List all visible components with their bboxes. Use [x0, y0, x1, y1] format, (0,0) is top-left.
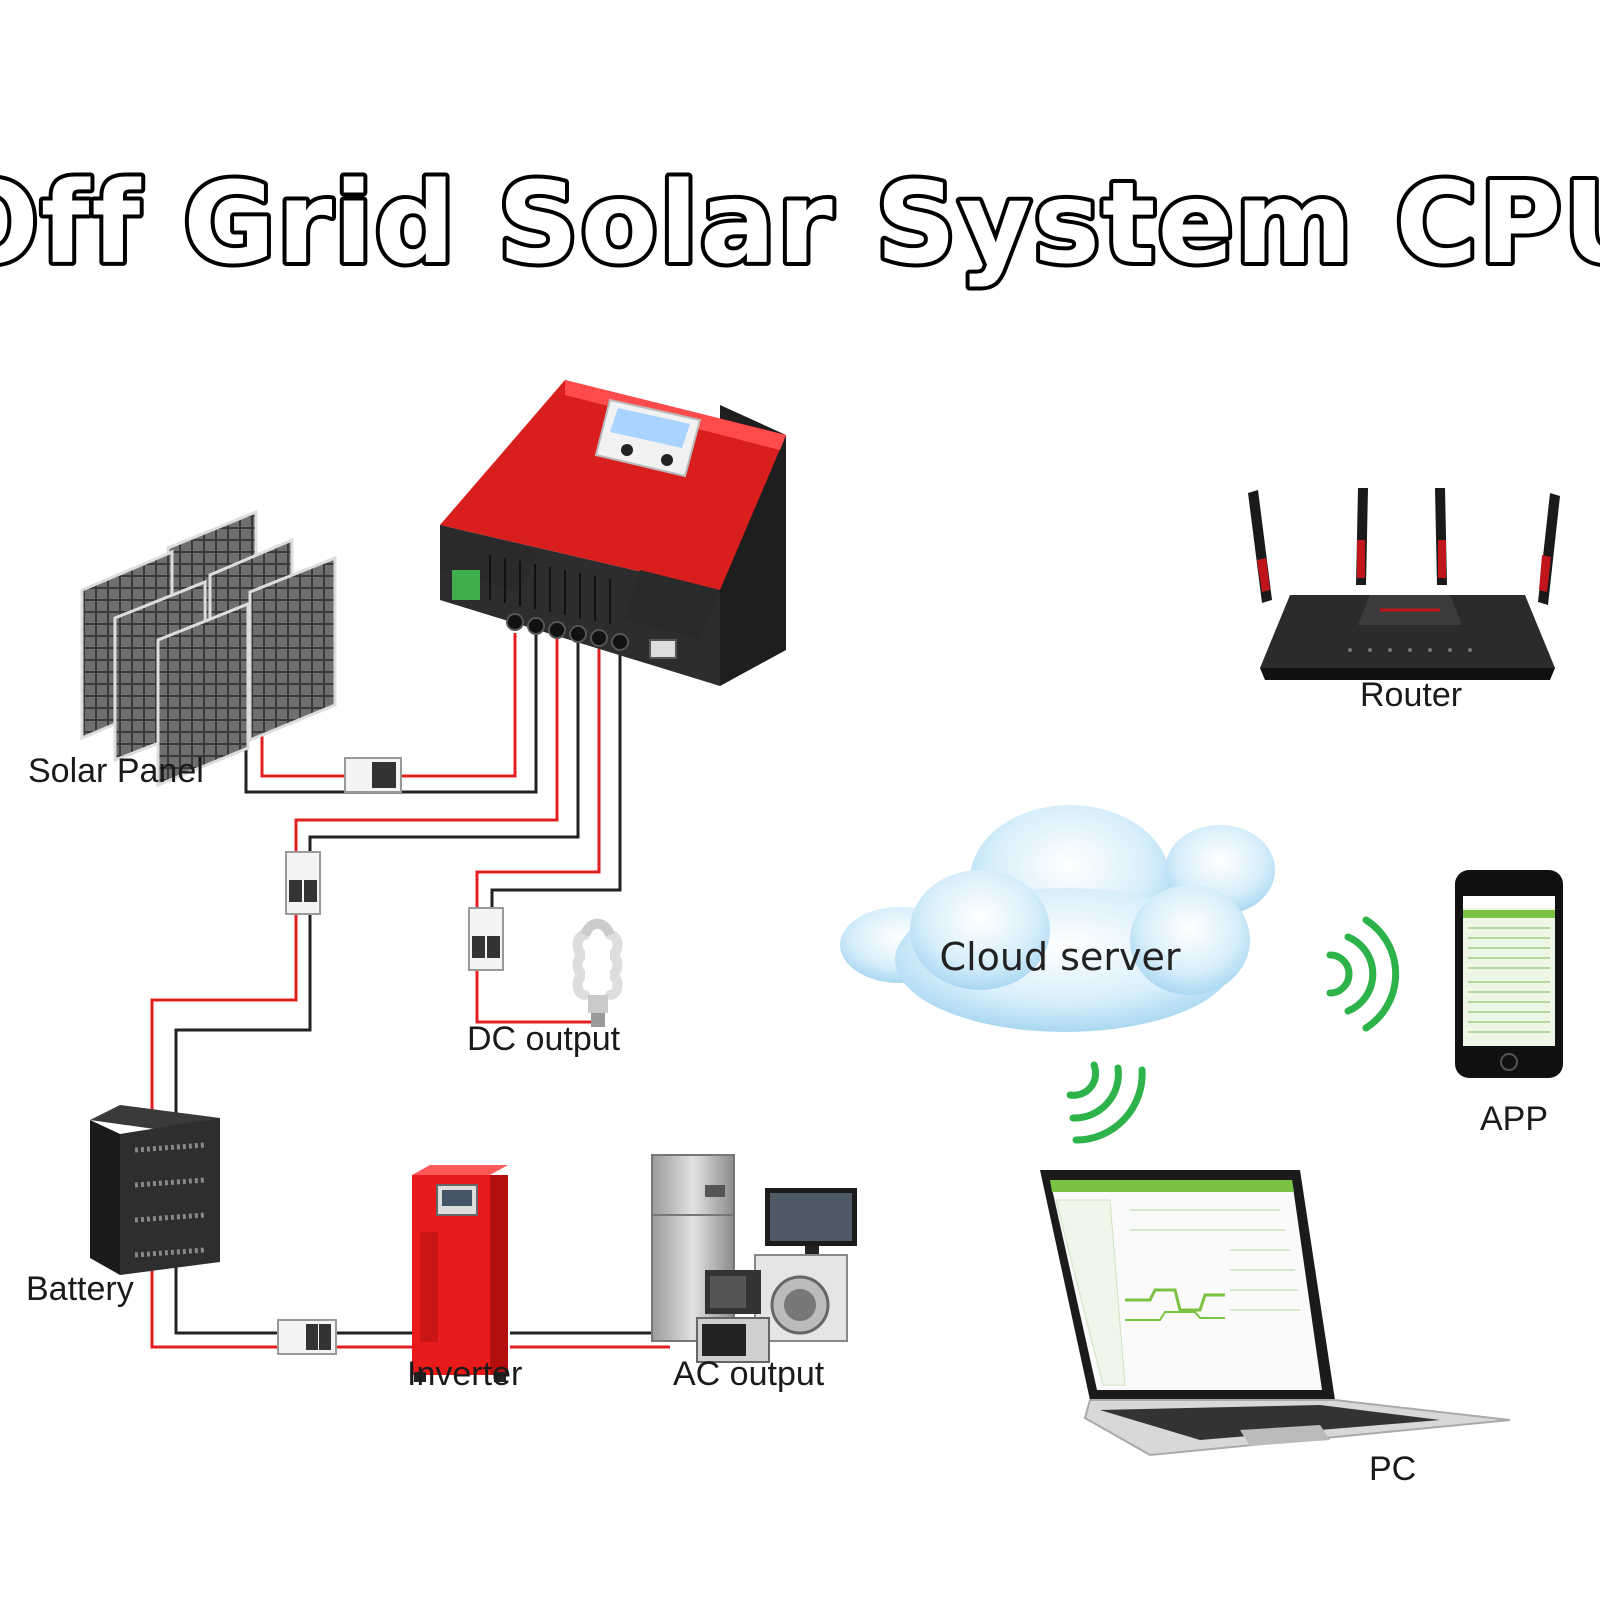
circuit-breaker-icon [468, 907, 504, 971]
battery-label: Battery [26, 1270, 134, 1308]
pc-label: PC [1369, 1450, 1417, 1488]
wifi-signal-icon [1326, 916, 1400, 1032]
battery-cabinet-icon [90, 1105, 220, 1275]
router-icon [1248, 488, 1560, 680]
laptop-icon [1040, 1170, 1511, 1457]
wire-inverter-negative [174, 1250, 420, 1335]
app-label: APP [1480, 1100, 1549, 1138]
light-bulb-icon [572, 918, 623, 1027]
solar-panel-icon [80, 509, 337, 788]
circuit-breaker-icon [344, 757, 402, 793]
cloud-icon: Cloud server [840, 805, 1275, 1032]
wifi-signal-icon [1066, 1061, 1146, 1144]
router-label: Router [1360, 676, 1463, 714]
page-title: Off Grid Solar System CPU [0, 159, 1600, 289]
wire-load-positive [475, 633, 601, 1024]
dc-output-label: DC output [467, 1020, 621, 1058]
circuit-breaker-icon [277, 1319, 337, 1355]
cloud-server-label: Cloud server [940, 935, 1181, 979]
inverter-label: Inverter [407, 1355, 523, 1393]
solar-panel-label: Solar Panel [28, 752, 204, 790]
ac-output-label: AC output [673, 1355, 825, 1393]
circuit-breaker-icon [285, 851, 321, 915]
charge-controller-icon [440, 380, 786, 686]
inverter-icon [412, 1165, 508, 1382]
smartphone-icon [1455, 870, 1563, 1078]
appliances-icon [651, 1154, 857, 1363]
wire-battery-negative [174, 633, 580, 1120]
